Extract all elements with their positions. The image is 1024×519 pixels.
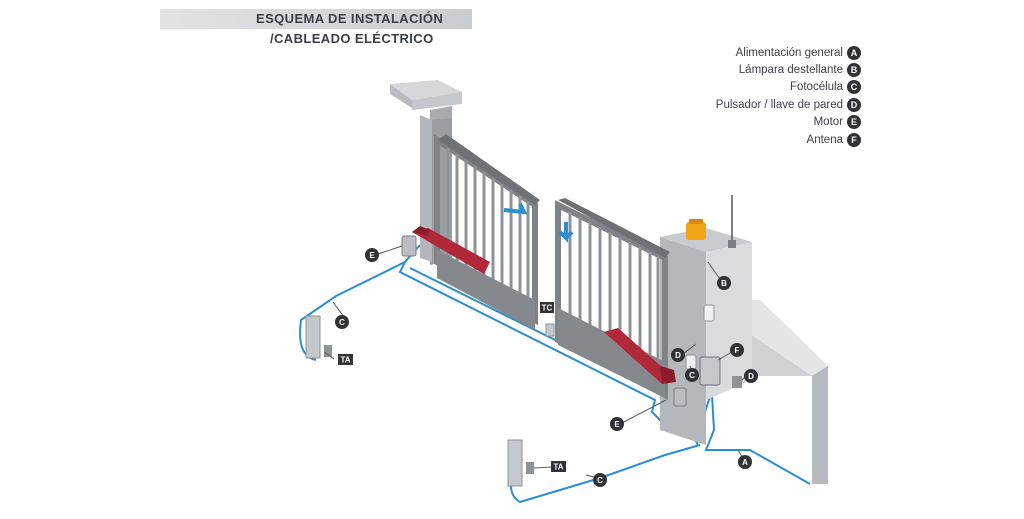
legend-label: Motor [813,116,843,129]
legend-badge: A [847,45,861,60]
callout-label: A [742,458,748,467]
legend-item-c: Fotocélula C [641,79,861,96]
callout-f: F [730,343,744,357]
callout-b: B [717,276,731,290]
legend-item-f: Antena F [641,131,861,148]
callout-e-bottom: E [610,417,624,431]
legend-label: Antena [806,133,843,146]
legend-label: Alimentación general [735,46,843,59]
callout-e-left: E [365,248,379,262]
control-unit [699,356,721,386]
photocell-post-left [305,315,321,359]
tag-ta-bottom: TA [551,461,566,472]
motor-left [412,226,490,274]
swing-arrow-icon [503,203,528,215]
callout-label: D [675,351,681,360]
tag-ta-left: TA [338,354,353,365]
legend-badge: B [847,63,861,78]
legend-badge: E [847,115,861,130]
callout-leaders [323,245,747,480]
photocell-column [703,304,715,322]
motor-right [604,328,676,384]
callout-c-left: C [335,315,349,329]
callout-d-upper: D [671,348,685,362]
diagram-title: ESQUEMA DE INSTALACIÓN [256,11,444,26]
callout-d-right: D [744,369,758,383]
callout-label: C [339,318,345,327]
callout-label: D [748,372,754,381]
photocell-post-bottom [507,439,523,487]
legend-label: Pulsador / llave de pared [715,98,843,111]
callout-a: A [738,455,752,469]
junction-box-right [673,387,687,407]
legend-label: Fotocélula [789,81,843,94]
legend-item-b: Lámpara destellante B [641,61,861,78]
junction-box-left [401,235,417,257]
tag-label: TA [553,463,563,472]
legend-badge: D [847,97,861,112]
legend-badge: F [847,132,861,147]
title-banner [160,9,472,29]
right-gate-leaf [555,198,670,400]
swing-arrow-icon [558,222,574,243]
legend-badge: C [847,80,861,95]
legend-item-e: Motor E [641,114,861,131]
legend: Alimentación general A Lámpara destellan… [641,44,861,148]
callout-c-mid: C [685,368,699,382]
callout-label: C [689,371,695,380]
callout-label: E [369,251,375,260]
callout-c-bottom: C [593,473,607,487]
tag-label: TA [340,356,350,365]
legend-label: Lámpara destellante [738,64,843,77]
key-switch-right [732,376,742,388]
tag-label: TC [542,304,553,313]
callout-label: B [721,279,727,288]
legend-item-a: Alimentación general A [641,44,861,61]
photocell-right [685,354,697,370]
callout-label: C [597,476,603,485]
callout-label: E [614,420,620,429]
diagram-subtitle: /CABLEADO ELÉCTRICO [270,31,434,46]
callout-label: F [735,346,740,355]
legend-item-d: Pulsador / llave de pared D [641,96,861,113]
tag-tc: TC [540,302,554,313]
gate-stop [545,323,555,337]
flashing-lamp [686,222,706,240]
left-gate-leaf [434,134,540,330]
